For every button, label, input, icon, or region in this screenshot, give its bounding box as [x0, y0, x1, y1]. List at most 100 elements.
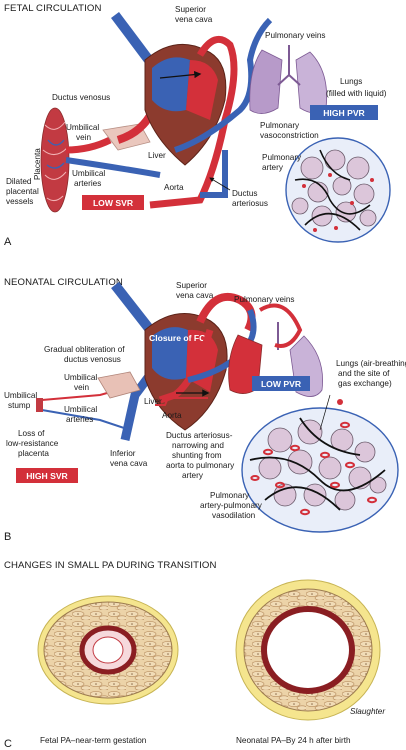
label-da-b-5: artery	[182, 471, 204, 480]
high-pvr-box	[310, 105, 378, 120]
label-umb-arteries-b-1: Umbilical	[64, 405, 97, 414]
label-loss-2: low-resistance	[6, 439, 59, 448]
left-lung-a	[249, 49, 283, 114]
fetal-pa-lumen-core	[92, 636, 124, 664]
alveoli-capillaries-b	[250, 421, 377, 516]
label-ivc-b-2: vena cava	[110, 459, 148, 468]
label-pa-a-2: artery	[262, 163, 284, 172]
alveoli-sacs-a	[291, 149, 377, 227]
label-ivc-b-1: Inferior	[110, 449, 136, 458]
label-pa-a-1: Pulmonary	[262, 153, 302, 162]
label-pulm-veins-a: Pulmonary veins	[265, 31, 326, 40]
label-umb-arteries-a-1: Umbilical	[72, 169, 105, 178]
label-da-b-3: shunting from	[172, 451, 222, 460]
foramen-ovale-arrow-a	[159, 70, 202, 79]
panel-a: FETAL CIRCULATION HIGH PVR	[4, 3, 391, 248]
alveoli-vessels-b	[249, 417, 386, 511]
label-placenta: Placenta	[33, 148, 42, 180]
label-vasodil-1: Pulmonary	[210, 491, 250, 500]
label-liver-a: Liver	[148, 151, 166, 160]
neonatal-pa-lumen	[261, 606, 355, 694]
panel-b-title: NEONATAL CIRCULATION	[4, 277, 123, 288]
high-svr-box	[16, 468, 78, 483]
panel-c-title: CHANGES IN SMALL PA DURING TRANSITION	[4, 560, 217, 571]
alveoli-dots-a	[302, 173, 374, 232]
panel-a-letter: A	[4, 236, 12, 248]
label-aorta-a: Aorta	[164, 183, 184, 192]
label-vasodil-3: vasodilation	[212, 511, 256, 520]
label-svc-b-2: vena cava	[176, 291, 214, 300]
panel-c: CHANGES IN SMALL PA DURING TRANSITION Fe…	[4, 560, 385, 750]
low-svr-text: LOW SVR	[93, 198, 134, 208]
label-da-b-2: narrowing and	[172, 441, 224, 450]
alveoli-sacs-b	[258, 419, 387, 511]
trachea-a	[277, 45, 301, 86]
alveoli-vessels-a	[294, 149, 371, 231]
low-pvr-box	[252, 376, 310, 391]
panel-c-letter: C	[4, 738, 12, 750]
label-stump-2: stump	[8, 401, 31, 410]
label-lungs-a-1: Lungs	[340, 77, 362, 86]
label-umb-vein-b-2: vein	[74, 383, 89, 392]
low-svr-box	[82, 195, 144, 210]
right-lung-a	[295, 51, 328, 114]
umbilical-arteries-b	[41, 409, 131, 431]
label-svc-b-1: Superior	[176, 281, 207, 290]
label-loss-1: Loss of	[18, 429, 45, 438]
label-aorta-b: Aorta	[162, 411, 182, 420]
signature: Slaughter	[350, 707, 385, 716]
low-pvr-text: LOW PVR	[261, 379, 302, 389]
panel-b: NEONATAL CIRCULATION Closure of FO LOW P…	[4, 277, 406, 543]
liver-b	[97, 371, 141, 399]
label-vasocon-2: vasoconstriction	[260, 131, 319, 140]
label-umb-arteries-a-2: arteries	[74, 179, 101, 188]
placenta-vessels	[42, 121, 68, 202]
heart-b-right-side	[152, 327, 188, 380]
placenta-blue-vessels	[46, 139, 65, 169]
pulm-veins-b	[258, 303, 303, 348]
label-da-b-4: aorta to pulmonary	[166, 461, 235, 470]
label-umb-vein-b-1: Umbilical	[64, 373, 97, 382]
label-svc-a-1: Superior	[175, 5, 206, 14]
label-dilated-1: Dilated	[6, 177, 32, 186]
aorta-a	[149, 35, 238, 209]
ductus-arteriosus-b	[155, 397, 208, 406]
label-vasodil-2: artery-pulmonary	[200, 501, 263, 510]
label-liver-b: Liver	[144, 397, 162, 406]
descending-blue-a	[200, 150, 228, 198]
caption-fetal-pa: Fetal PA–near-term gestation	[40, 736, 147, 745]
high-pvr-text: HIGH PVR	[323, 108, 365, 118]
gas-exchange-dot	[337, 399, 343, 405]
label-ductus-venosus: Ductus venosus	[52, 93, 110, 102]
placenta-shape	[40, 107, 70, 213]
label-lungs-b-2: and the site of	[338, 369, 390, 378]
heart-a-right-side	[152, 57, 190, 112]
panel-a-title: FETAL CIRCULATION	[4, 3, 101, 14]
da-pointer-a	[209, 177, 231, 191]
label-lungs-b-1: Lungs (air-breathing	[336, 359, 406, 368]
label-lungs-a-2: (filled with liquid)	[326, 89, 387, 98]
label-loss-3: placenta	[18, 449, 49, 458]
label-umb-vein-a-2: vein	[76, 133, 91, 142]
label-da-a-2: arteriosus	[232, 199, 268, 208]
label-grad-1: Gradual obliteration of	[44, 345, 125, 354]
label-grad-2: ductus venosus	[64, 355, 121, 364]
lungs-pointer-b	[319, 394, 331, 431]
aorta-desc-b	[158, 328, 214, 404]
label-svc-a-2: vena cava	[175, 15, 213, 24]
label-umb-arteries-b-2: arteries	[66, 415, 93, 424]
umbilical-stump	[36, 398, 43, 412]
ivc-b	[120, 372, 154, 441]
panel-b-letter: B	[4, 531, 11, 543]
label-vasocon-1: Pulmonary	[260, 121, 300, 130]
umbilical-arteries-a	[65, 157, 161, 178]
label-dilated-3: vessels	[6, 197, 33, 206]
pulmonary-artery-a	[174, 17, 273, 153]
label-da-a-1: Ductus	[232, 189, 257, 198]
high-svr-text: HIGH SVR	[26, 471, 68, 481]
label-dilated-2: placental	[6, 187, 39, 196]
umbilical-vein-a	[65, 136, 112, 154]
caption-neonatal-pa: Neonatal PA–By 24 h after birth	[236, 736, 351, 745]
label-stump-1: Umbilical	[4, 391, 37, 400]
